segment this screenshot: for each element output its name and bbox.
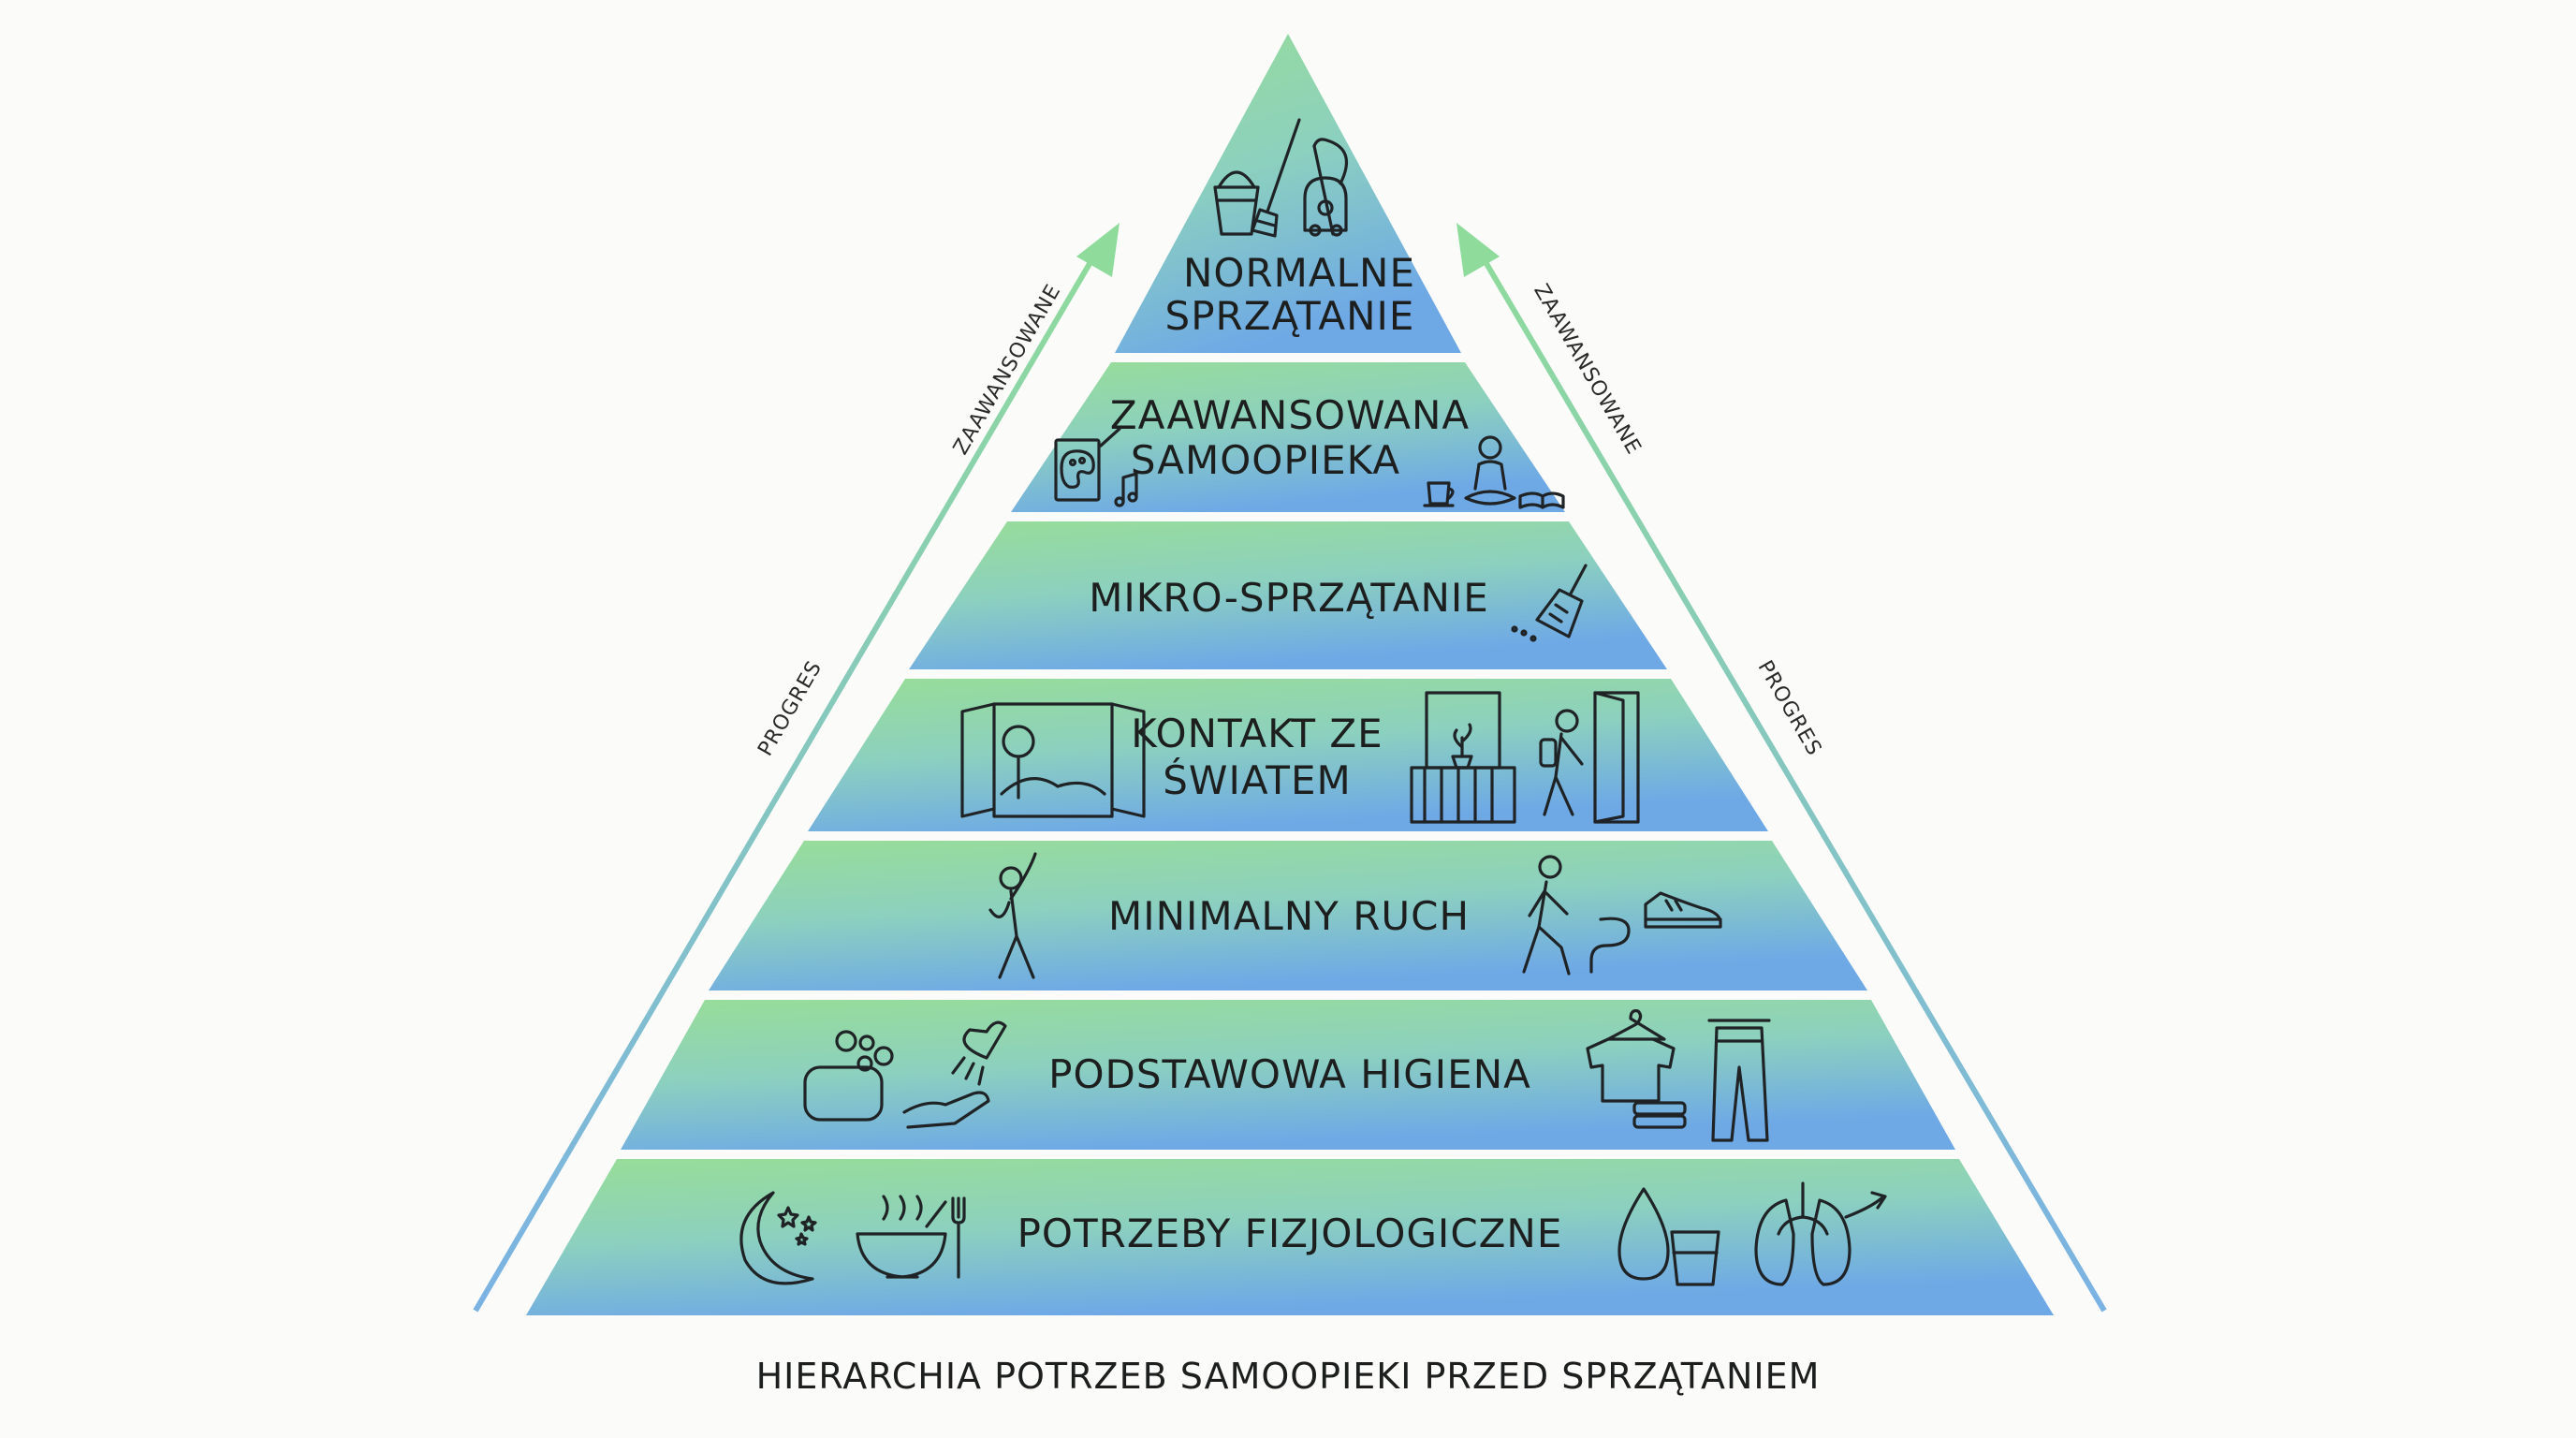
left-upper-label: ZAAWANSOWANE: [949, 280, 1066, 459]
level-1-line-1: NORMALNE: [1183, 250, 1415, 296]
level-2-line-2: SAMOOPIEKA: [1131, 437, 1400, 483]
bowl-icon: [856, 1195, 966, 1279]
bucket-icon: [1213, 170, 1260, 236]
level-4-line-1: KONTAKT ZE: [1131, 711, 1383, 756]
level-1-band: [1115, 34, 1461, 353]
hiker-door-icon: [1539, 691, 1640, 824]
sneaker-icon: [1644, 891, 1722, 929]
level-4-line-2: ŚWIATEM: [1163, 756, 1351, 803]
lungs-icon: [1754, 1181, 1887, 1286]
level-7-line-1: POTRZEBY FIZJOLOGICZNE: [1017, 1211, 1563, 1256]
right-progress-arrow: [1456, 223, 2107, 1313]
level-3-line-1: MIKRO-SPRZĄTANIE: [1089, 575, 1489, 621]
water-icon: [1617, 1187, 1720, 1286]
walking-icon: [1522, 855, 1631, 976]
soap-icon: [803, 1030, 894, 1122]
stretching-icon: [988, 852, 1037, 979]
shower-icon: [902, 1020, 1007, 1129]
pyramid-levels: [526, 34, 2054, 1315]
moon-stars-icon: [739, 1191, 817, 1285]
level-1-line-2: SPRZĄTANIE: [1165, 293, 1415, 339]
level-4-band: [808, 679, 1768, 831]
level-5-band: [709, 841, 1867, 990]
vacuum-icon: [1303, 138, 1349, 237]
level-6-line-1: PODSTAWOWA HIGIENA: [1048, 1051, 1531, 1097]
level-2-line-1: ZAAWANSOWANA: [1110, 392, 1470, 438]
level-2-band: [1011, 362, 1565, 512]
level-5-line-1: MINIMALNY RUCH: [1108, 893, 1470, 939]
left-progress-arrow: [473, 223, 1120, 1313]
tea-cup-icon: [1423, 481, 1455, 507]
diagram-caption: HIERARCHIA POTRZEB SAMOOPIEKI PRZED SPRZ…: [755, 1356, 1821, 1397]
clean-clothes-icon: [1586, 1009, 1687, 1129]
balcony-icon: [1410, 691, 1516, 824]
level-3-band: [909, 521, 1667, 669]
palette-icon: [1054, 427, 1121, 502]
right-lower-label: PROGRES: [1753, 657, 1826, 760]
mop-icon: [1251, 118, 1301, 238]
left-lower-label: PROGRES: [754, 657, 827, 760]
meditation-icon: [1464, 435, 1516, 506]
music-note-icon: [1114, 472, 1138, 507]
level-6-band: [621, 1000, 1955, 1150]
trousers-icon: [1707, 1019, 1771, 1142]
hand-broom-icon: [1511, 564, 1588, 642]
open-window-icon: [960, 702, 1146, 818]
book-icon: [1518, 492, 1565, 509]
